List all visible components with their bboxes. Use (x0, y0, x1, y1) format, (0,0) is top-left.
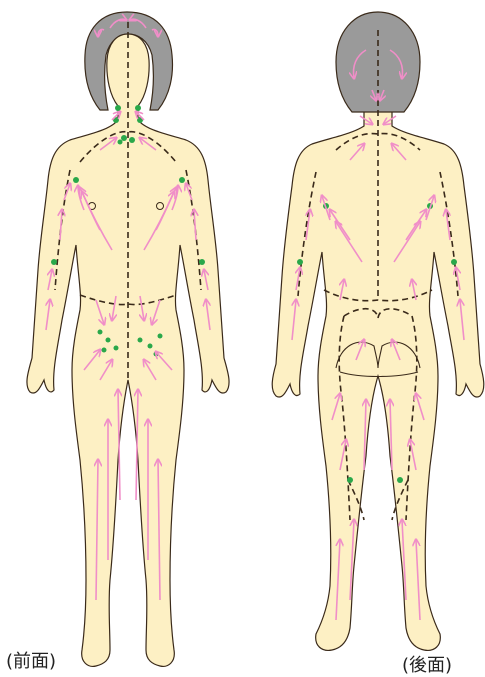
back-dashed-lines (298, 30, 458, 520)
front-view-label: (前面) (6, 647, 56, 673)
back-view-label: (後面) (402, 651, 452, 677)
front-body (27, 34, 229, 666)
back-figure (272, 12, 484, 650)
front-figure (27, 12, 229, 666)
